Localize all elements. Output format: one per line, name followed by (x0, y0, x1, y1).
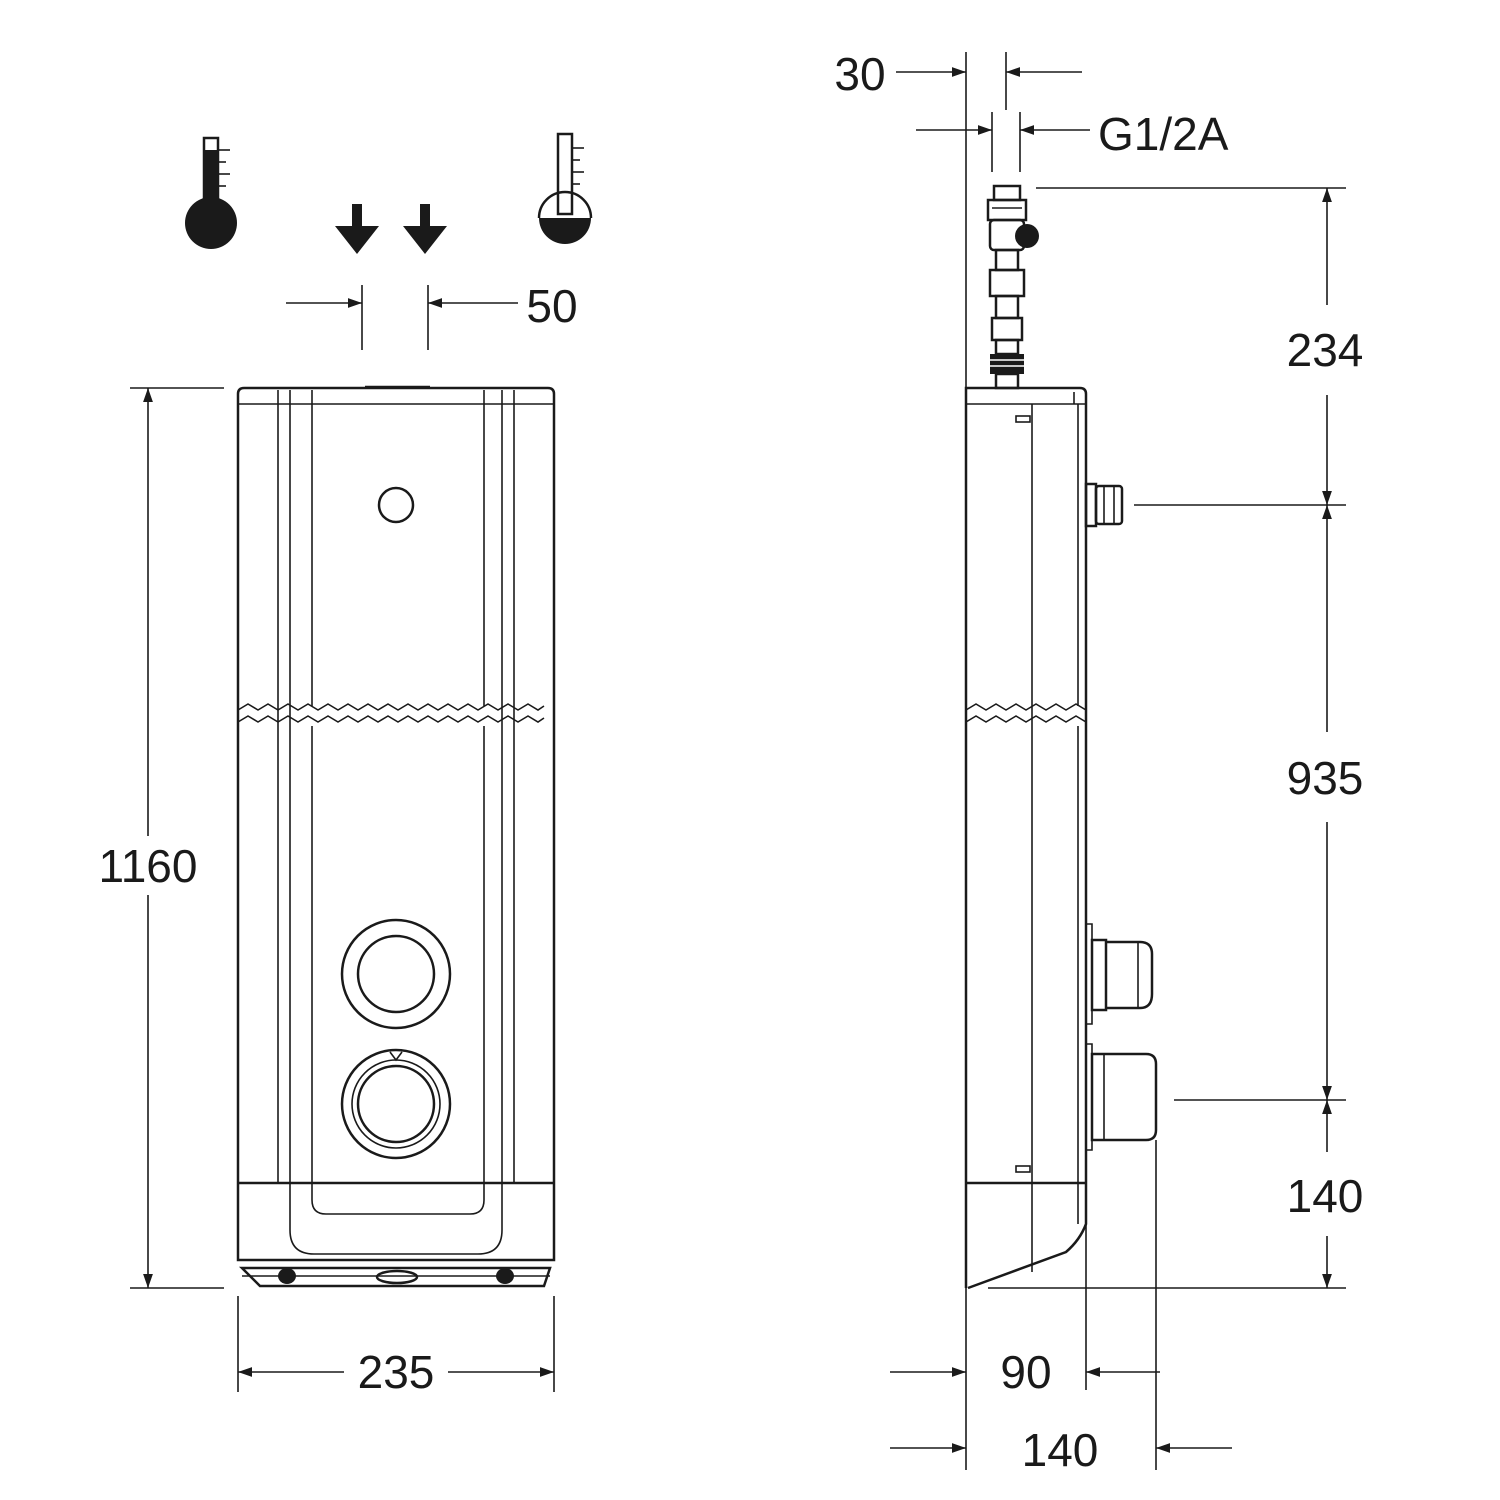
small-button-circle (377, 486, 415, 524)
inlet-spacing-dimension: 50 (286, 280, 578, 350)
outlet-to-bottom-label: 140 (1287, 1170, 1364, 1222)
cold-water-thermometer-icon (185, 136, 237, 249)
depth-label: 90 (1000, 1346, 1051, 1398)
top-to-inlet-label: 234 (1287, 324, 1364, 376)
upper-control-knob (340, 918, 452, 1030)
side-thermostat-knob (1086, 1043, 1158, 1151)
side-view (964, 184, 1158, 1290)
depth-dimension: 90 (890, 1183, 1160, 1470)
supply-arrow-down-icon (335, 204, 447, 254)
thermostat-knob (340, 1048, 452, 1160)
width-dim-label: 235 (358, 1346, 435, 1398)
top-valve-assembly (986, 184, 1039, 390)
vertical-dimension-chain: 234 935 140 (988, 187, 1364, 1289)
pipe-width-label: 30 (834, 48, 885, 100)
hot-water-thermometer-icon (537, 132, 593, 244)
side-control-knob (1086, 923, 1154, 1025)
thread-dimension: G1/2A (916, 108, 1229, 172)
inlet-spacing-label: 50 (526, 280, 577, 332)
side-inlet-connector (1084, 482, 1124, 528)
inlet-to-outlet-label: 935 (1287, 752, 1364, 804)
total-depth-label: 140 (1022, 1424, 1099, 1476)
thread-label: G1/2A (1098, 108, 1229, 160)
width-dimension: 235 (237, 1296, 555, 1398)
total-depth-dimension: 140 (890, 1140, 1232, 1476)
pipe-width-dimension: 30 (834, 48, 1082, 388)
height-dim-label: 1160 (99, 840, 198, 892)
front-view (236, 385, 556, 1288)
height-dimension: 1160 (99, 387, 224, 1289)
